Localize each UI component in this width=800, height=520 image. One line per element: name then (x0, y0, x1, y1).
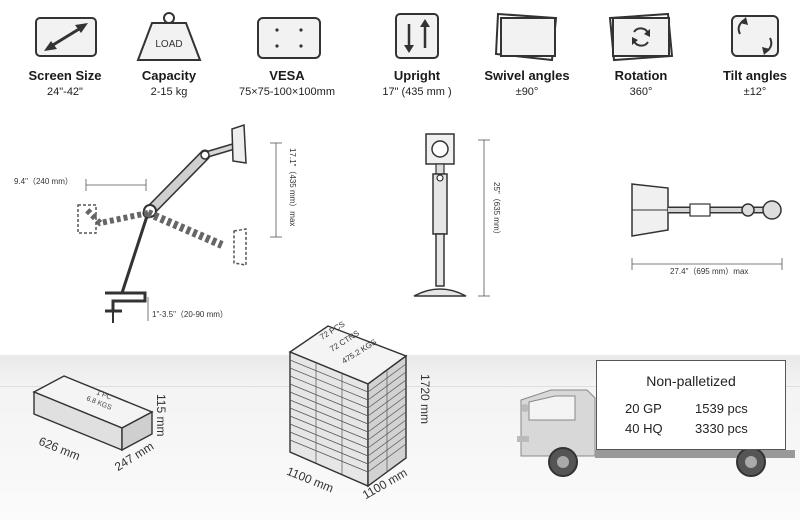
spec-value: 75×75-100×100mm (238, 86, 335, 98)
shipping-container: 20 GP (625, 401, 662, 416)
dim-reach-min: 9.4"（240 mm） (14, 177, 73, 186)
upright-arrows-icon (395, 13, 439, 59)
shipping-box: Non-palletized 20 GP 1539 pcs 40 HQ 3330 p… (596, 360, 786, 450)
spec-title: Screen Size (28, 68, 102, 83)
spec-value: 360° (629, 86, 653, 98)
spec-tilt: Tilt angles ±12° (698, 4, 800, 98)
spec-title: Capacity (141, 68, 197, 83)
spec-capacity: LOAD Capacity 2-15 kg (112, 4, 226, 98)
spec-screen-size: Screen Size 24"-42" (8, 4, 122, 98)
dim-desk-clamp: 1"-3.5"（20-90 mm） (152, 310, 228, 319)
spec-title: Upright (393, 68, 441, 83)
shipping-qty: 1539 pcs (695, 401, 748, 416)
spec-rotation: Rotation 360° (584, 4, 698, 98)
shipping-row: 20 GP 1539 pcs (625, 401, 748, 416)
truck-drawing (517, 389, 795, 477)
tilt-icon (731, 15, 779, 57)
top-view-drawing (631, 183, 783, 270)
shipping-container: 40 HQ (625, 421, 663, 436)
spec-title: Swivel angles (484, 68, 570, 83)
spec-value: 17" (435 mm ) (382, 86, 452, 98)
carton-box-drawing: 1 PC 6.8 KGS (32, 375, 154, 452)
dim-pole-height: 25"（635 mm） (492, 182, 501, 239)
spec-upright: Upright 17" (435 mm ) (360, 4, 474, 98)
spec-value: ±90° (515, 86, 539, 98)
spec-value: ±12° (743, 86, 767, 98)
weight-load-icon: LOAD (136, 12, 202, 61)
side-view-drawing (77, 123, 282, 323)
spec-title: Tilt angles (722, 68, 788, 83)
spec-value: 24"-42" (47, 86, 83, 98)
dim-height-max: 17.1"（435 mm）max (288, 148, 297, 227)
dim-pallet-height: 1720 mm (418, 374, 432, 425)
dim-extension-max: 27.4"（695 mm）max (670, 267, 749, 276)
spec-vesa: VESA 75×75-100×100mm (230, 4, 344, 98)
diagonal-arrow-icon (35, 17, 97, 57)
load-label: LOAD (155, 39, 182, 50)
rotation-icon (608, 12, 674, 62)
front-view-drawing (413, 133, 490, 297)
spec-value: 2-15 kg (150, 86, 188, 98)
spec-swivel: Swivel angles ±90° (470, 4, 584, 98)
shipping-row: 40 HQ 3330 pcs (625, 421, 748, 436)
shipping-title: Non-palletized (646, 373, 736, 389)
spec-title: Rotation (614, 68, 668, 83)
pallet-stack-drawing: 72 PCS 72 CTNS 475.2 KGS (288, 319, 408, 488)
vesa-holes-icon (257, 17, 321, 59)
swivel-icon (494, 12, 558, 62)
spec-title: VESA (269, 68, 305, 83)
dim-box-height: 115 mm (154, 394, 168, 437)
shipping-qty: 3330 pcs (695, 421, 748, 436)
